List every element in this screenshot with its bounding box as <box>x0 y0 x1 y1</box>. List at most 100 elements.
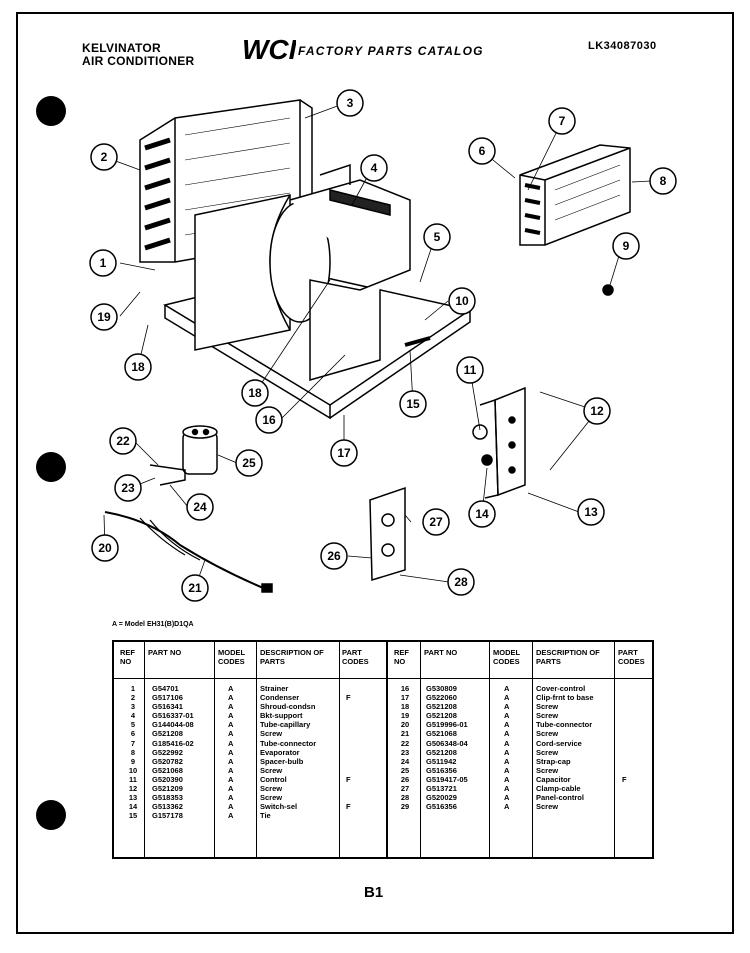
table-cell: Evaporator <box>260 747 300 757</box>
svg-text:9: 9 <box>623 239 630 253</box>
table-cell: G521208 <box>426 747 457 757</box>
table-cell: G519417-05 <box>426 774 468 784</box>
table-cell: Shroud-condsn <box>260 702 316 712</box>
svg-text:18: 18 <box>248 386 262 400</box>
svg-text:24: 24 <box>193 500 207 514</box>
binder-hole <box>36 452 66 482</box>
brand-name: KELVINATOR <box>82 41 162 55</box>
capacitor-drawing <box>182 425 218 475</box>
callout-6: 6 <box>468 137 496 165</box>
table-cell: A <box>228 738 234 748</box>
header-divider <box>114 678 652 679</box>
table-cell: Cover-control <box>536 684 586 693</box>
table-cell: 15 <box>128 811 138 821</box>
table-cell: Screw <box>536 729 559 739</box>
svg-text:3: 3 <box>347 96 354 110</box>
table-cell: A <box>504 702 510 712</box>
table-cell <box>346 702 351 711</box>
table-cell: A <box>228 756 234 766</box>
table-cell: A <box>228 784 234 794</box>
table-cell: 21 <box>400 729 410 739</box>
callout-15: 15 <box>399 390 427 418</box>
table-cell: 5 <box>130 720 136 730</box>
table-cell: 27 <box>400 784 410 794</box>
table-cell: A <box>228 811 234 821</box>
table-cell <box>346 739 351 748</box>
table-cell: A <box>504 720 510 730</box>
table-cell <box>346 729 351 738</box>
table-cell: G516356 <box>426 765 457 775</box>
callout-group: 1 2 3 4 5 6 7 8 9 10 11 12 13 14 15 16 1… <box>89 89 677 602</box>
brand-block: KELVINATOR AIR CONDITIONER <box>82 42 195 68</box>
table-cell: G516341 <box>152 702 183 712</box>
control-panel-drawing <box>479 386 526 499</box>
table-cell: A <box>504 784 510 794</box>
table-cell: G511942 <box>426 756 457 766</box>
svg-text:14: 14 <box>475 507 489 521</box>
table-cell <box>346 766 351 775</box>
callout-12: 12 <box>583 397 611 425</box>
svg-text:17: 17 <box>337 446 351 460</box>
parts-table: REF NO PART NO MODEL CODES DESCRIPTION O… <box>112 640 654 859</box>
svg-text:18: 18 <box>131 360 145 374</box>
svg-text:1: 1 <box>100 256 107 270</box>
header-codes: PART CODES <box>342 648 369 666</box>
header-desc-right: DESCRIPTION OF PARTS <box>536 648 600 666</box>
table-cell: G513721 <box>426 784 457 794</box>
header-part-right: PART NO <box>424 648 458 657</box>
header-desc: DESCRIPTION OF PARTS <box>260 648 324 666</box>
binder-hole <box>36 800 66 830</box>
table-cell: Tube-connector <box>260 738 317 748</box>
table-cell: 8 <box>130 747 136 757</box>
callout-25: 24 <box>186 493 214 521</box>
header-part: PART NO <box>148 648 182 657</box>
table-cell: A <box>504 774 510 784</box>
svg-text:25: 25 <box>242 456 256 470</box>
table-cell: Screw <box>260 793 283 803</box>
svg-text:11: 11 <box>464 363 477 377</box>
table-cell: 17 <box>400 693 410 703</box>
svg-text:13: 13 <box>584 505 598 519</box>
table-cell: Screw <box>536 747 559 757</box>
table-cell: G185416-02 <box>152 738 194 748</box>
table-cell <box>622 693 627 702</box>
table-cell: Condenser <box>260 693 300 703</box>
table-cell: G521208 <box>426 702 457 712</box>
table-cell: A <box>504 793 510 803</box>
table-cell <box>346 793 351 802</box>
evaporator-drawing <box>519 144 631 246</box>
table-cell: 2 <box>130 693 136 703</box>
table-cell: Tube-connector <box>536 720 593 730</box>
tube-part <box>404 336 431 347</box>
table-cell: 22 <box>400 738 410 748</box>
table-cell: Screw <box>536 802 559 812</box>
svg-text:2: 2 <box>101 150 108 164</box>
table-cell: A <box>504 693 510 703</box>
svg-text:6: 6 <box>479 144 486 158</box>
table-cell: Screw <box>536 711 559 721</box>
table-cell <box>622 729 627 738</box>
svg-text:8: 8 <box>660 174 667 188</box>
control-cover-drawing <box>369 486 406 582</box>
table-cell <box>346 748 351 757</box>
table-cell: F <box>346 774 351 784</box>
table-cell: A <box>504 747 510 757</box>
table-cell: G522060 <box>426 693 457 703</box>
table-cell: A <box>228 802 234 812</box>
table-cell: Cord-service <box>536 738 582 748</box>
table-cell: F <box>622 774 627 784</box>
callout-4: 4 <box>360 154 388 182</box>
table-cell <box>622 766 627 775</box>
table-cell: Strap-cap <box>536 756 571 766</box>
table-cell: A <box>228 747 234 757</box>
table-cell: 16 <box>400 684 410 693</box>
table-cell: G516356 <box>426 802 457 812</box>
table-cell: G521208 <box>152 729 183 739</box>
table-cell: G530809 <box>426 684 457 693</box>
